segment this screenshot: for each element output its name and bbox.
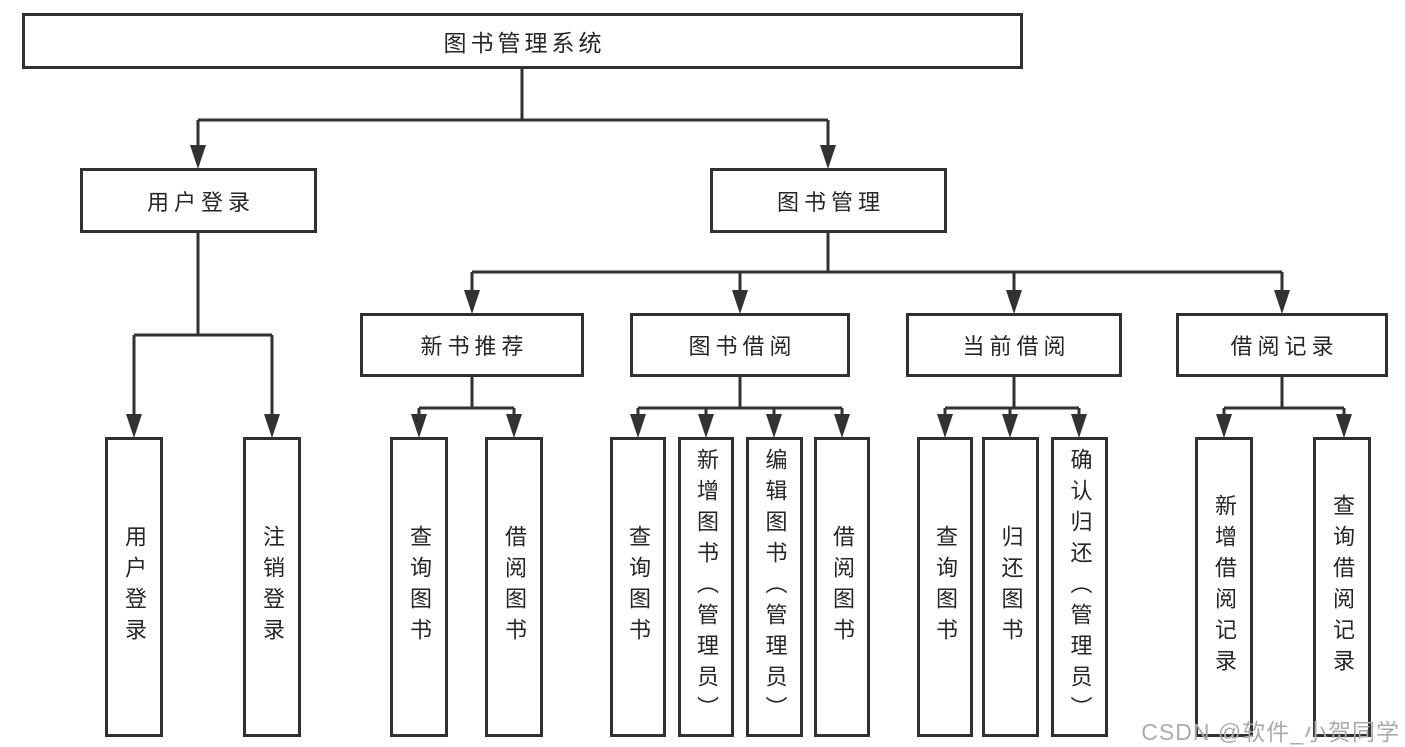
node-library-system-label: 图书管理系统 — [443, 30, 606, 56]
leaf-query-books-current-label: 查询图书 — [933, 525, 958, 649]
leaf-return-book: 归还图书 — [982, 437, 1039, 737]
node-book-management-label: 图书管理 — [776, 189, 885, 215]
leaf-query-books-recommend: 查询图书 — [390, 437, 448, 737]
leaf-user-login-label: 用户登录 — [122, 525, 147, 649]
leaf-query-borrow-record: 查询借阅记录 — [1313, 437, 1371, 737]
leaf-query-books-borrowing-label: 查询图书 — [626, 525, 651, 649]
node-user-login-label: 用户登录 — [146, 189, 255, 215]
node-library-system: 图书管理系统 — [22, 13, 1023, 69]
csdn-watermark: CSDN @软件_小贺同学 — [1141, 719, 1400, 745]
leaf-user-login: 用户登录 — [105, 437, 163, 737]
node-book-borrowing: 图书借阅 — [630, 313, 850, 377]
leaf-query-borrow-record-label: 查询借阅记录 — [1330, 494, 1355, 680]
leaf-return-book-label: 归还图书 — [998, 525, 1024, 649]
leaf-borrow-books-borrowing-label: 借阅图书 — [830, 525, 855, 649]
leaf-borrow-books-recommend: 借阅图书 — [485, 437, 543, 737]
node-current-borrowing-label: 当前借阅 — [962, 334, 1071, 359]
node-new-book-recommendation-label: 新书推荐 — [420, 334, 529, 359]
leaf-confirm-return-admin: 确认归还（管理员） — [1051, 437, 1108, 737]
node-borrowing-records: 借阅记录 — [1176, 313, 1388, 377]
leaf-add-book-admin-label: 新增图书（管理员） — [694, 447, 719, 727]
node-book-management: 图书管理 — [710, 168, 947, 233]
leaf-borrow-books-recommend-label: 借阅图书 — [502, 525, 527, 649]
node-book-borrowing-label: 图书借阅 — [688, 334, 797, 359]
leaf-logout-label: 注销登录 — [260, 525, 285, 649]
leaf-add-borrow-record-label: 新增借阅记录 — [1212, 494, 1237, 680]
leaf-query-books-current: 查询图书 — [917, 437, 973, 737]
leaf-confirm-return-admin-label: 确认归还（管理员） — [1067, 447, 1093, 727]
leaf-edit-book-admin: 编辑图书（管理员） — [746, 437, 803, 737]
leaf-edit-book-admin-label: 编辑图书（管理员） — [762, 447, 788, 727]
leaf-query-books-borrowing: 查询图书 — [610, 437, 666, 737]
leaf-borrow-books-borrowing: 借阅图书 — [814, 437, 870, 737]
node-new-book-recommendation: 新书推荐 — [360, 313, 584, 377]
leaf-query-books-recommend-label: 查询图书 — [407, 525, 432, 649]
leaf-add-borrow-record: 新增借阅记录 — [1195, 437, 1253, 737]
node-user-login: 用户登录 — [80, 168, 317, 233]
leaf-logout: 注销登录 — [243, 437, 301, 737]
node-borrowing-records-label: 借阅记录 — [1230, 334, 1339, 359]
leaf-add-book-admin: 新增图书（管理员） — [678, 437, 734, 737]
node-current-borrowing: 当前借阅 — [906, 313, 1122, 377]
